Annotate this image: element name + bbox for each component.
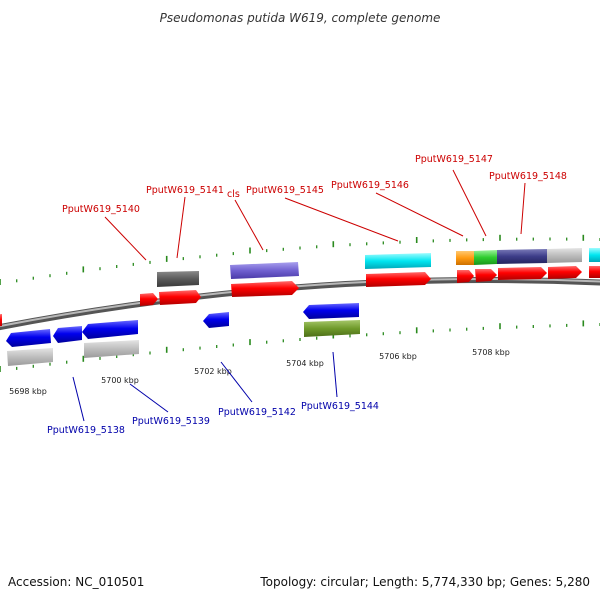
minus-strand-arrows — [6, 303, 359, 347]
leader-line — [72, 376, 85, 422]
plus-strand-arrows — [0, 266, 600, 327]
leader-line — [332, 351, 338, 398]
gene-arrow — [303, 303, 359, 319]
gene-arrow — [589, 266, 600, 278]
gene-arrow — [457, 270, 474, 283]
gene-arrow — [498, 267, 547, 280]
gene-arrow — [0, 314, 2, 327]
gene-arrow — [231, 281, 299, 297]
plus-strand-labels — [104, 169, 526, 261]
leader-line — [375, 192, 464, 237]
leader-line — [234, 199, 264, 251]
scale-label: 5708 kbp — [472, 348, 510, 357]
minus-strand-leaders — [72, 351, 338, 422]
leader-line — [220, 361, 253, 403]
gene-box — [589, 248, 600, 262]
minus-strand-cog-ring — [7, 320, 360, 366]
gene-box — [7, 348, 53, 366]
gene-arrow — [203, 312, 229, 328]
gene-arrow — [548, 266, 582, 279]
leader-line — [452, 169, 487, 237]
gene-label[interactable]: PputW619_5140 — [62, 204, 140, 215]
gene-box — [365, 253, 431, 269]
scale-labels: 5698 kbp 5700 kbp 5702 kbp 5704 kbp 5706… — [9, 348, 510, 396]
scale-ticks — [0, 234, 600, 372]
genome-backbone — [0, 277, 600, 331]
gene-arrow — [53, 326, 82, 343]
leader-line — [176, 196, 186, 259]
gene-box — [157, 271, 199, 287]
scale-label: 5700 kbp — [101, 376, 139, 385]
gene-arrow — [140, 293, 158, 306]
gene-box — [497, 249, 547, 264]
gene-arrow — [159, 290, 201, 305]
gene-arrow — [82, 320, 138, 339]
genome-backbone-highlight — [0, 278, 600, 328]
scale-label: 5704 kbp — [286, 359, 324, 368]
gene-box — [547, 248, 582, 263]
gene-box — [304, 320, 360, 337]
gene-arrow — [6, 329, 51, 347]
accession-text: Accession: NC_010501 — [8, 575, 144, 589]
gene-label[interactable]: PputW619_5138 — [47, 425, 125, 436]
leader-line — [129, 383, 169, 413]
plus-strand-cog-ring — [157, 248, 600, 287]
gene-label[interactable]: PputW619_5147 — [415, 154, 493, 165]
scale-label: 5702 kbp — [194, 367, 232, 376]
gene-arrow — [475, 269, 497, 282]
leader-line — [104, 216, 147, 261]
gene-label[interactable]: PputW619_5144 — [301, 401, 379, 412]
scale-label: 5698 kbp — [9, 387, 47, 396]
leader-line — [284, 197, 399, 242]
gene-label[interactable]: cls — [227, 189, 240, 200]
gene-arrow — [366, 272, 431, 287]
gene-label[interactable]: PputW619_5142 — [218, 407, 296, 418]
gene-label[interactable]: PputW619_5139 — [132, 416, 210, 427]
gene-label[interactable]: PputW619_5141 — [146, 185, 224, 196]
gene-box — [84, 340, 139, 358]
genome-title: Pseudomonas putida W619, complete genome — [160, 11, 441, 25]
gene-box — [230, 262, 299, 279]
gene-label[interactable]: PputW619_5148 — [489, 171, 567, 182]
genome-summary-text: Topology: circular; Length: 5,774,330 bp… — [259, 575, 590, 589]
gene-box — [456, 251, 474, 265]
leader-line — [520, 182, 526, 235]
gene-label[interactable]: PputW619_5145 — [246, 185, 324, 196]
plus-strand-label-text: PputW619_5140 PputW619_5141 cls PputW619… — [62, 154, 567, 215]
minus-strand-label-text: PputW619_5138 PputW619_5139 PputW619_514… — [47, 401, 379, 436]
scale-label: 5706 kbp — [379, 352, 417, 361]
gene-label[interactable]: PputW619_5146 — [331, 180, 409, 191]
gene-box — [474, 250, 497, 265]
